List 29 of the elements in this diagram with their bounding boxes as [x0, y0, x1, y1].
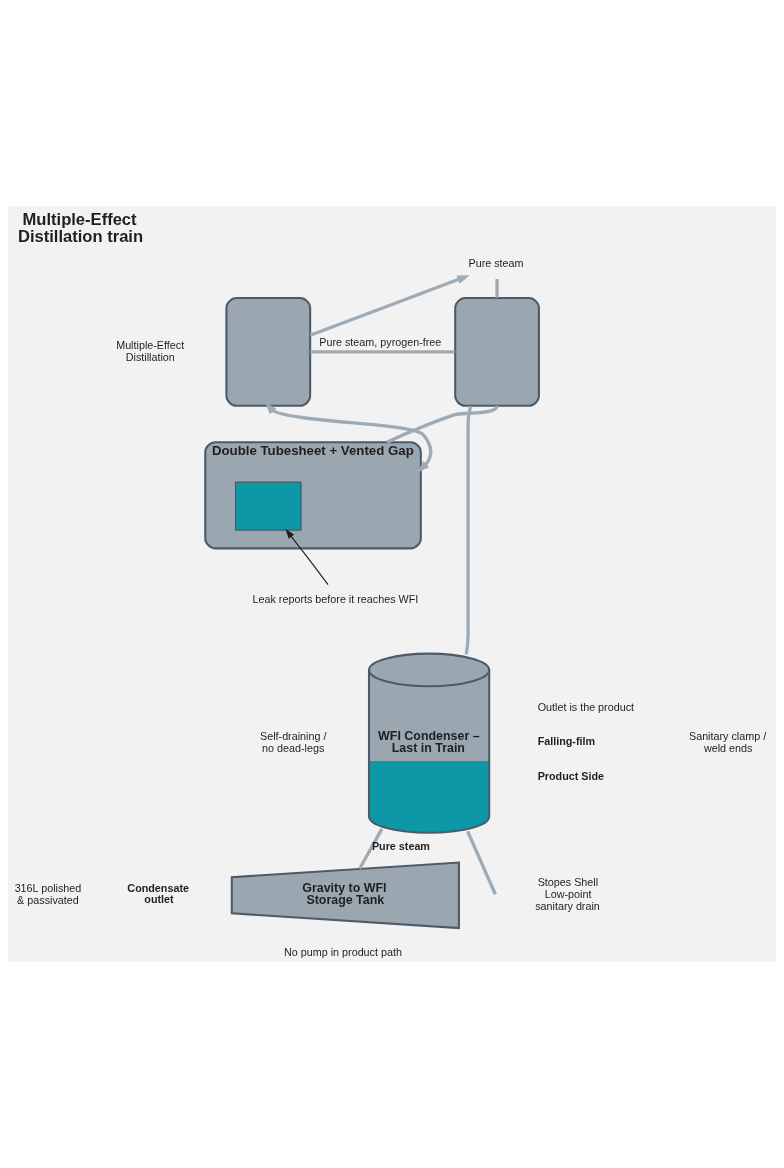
- connector: [358, 828, 384, 870]
- diagram-title: Multiple-Effect Distillation train: [17, 210, 144, 246]
- node-box: Gravity to WFI Storage Tank: [230, 861, 460, 930]
- edge-label: Pure steam, pyrogen-free: [319, 336, 442, 349]
- connector: [386, 405, 499, 444]
- label: 316L polished & passivated: [14, 882, 82, 906]
- node-box: [454, 296, 540, 407]
- label: Sanitary clamp / weld ends: [688, 730, 767, 754]
- connector: [495, 279, 499, 298]
- arrow: [285, 528, 329, 586]
- label: Self-draining / no dead-legs: [259, 730, 327, 754]
- node-label: No pump in product path: [284, 945, 402, 958]
- arrow: [265, 401, 433, 473]
- connector: [466, 830, 497, 895]
- connector: [310, 350, 455, 354]
- node-label: Product Side: [537, 769, 605, 782]
- node-label: Outlet is the product: [537, 701, 635, 714]
- cluster: Double Tubesheet + Vented Gap: [204, 441, 422, 550]
- node-text: Pure steam: [468, 256, 524, 269]
- connector: [464, 405, 473, 655]
- edge-label: Pure steam: [371, 839, 430, 852]
- node-text: Leak reports before it reaches WFI: [252, 592, 419, 605]
- node-box: [234, 481, 302, 531]
- arrow: [309, 275, 470, 337]
- label: Condensate outlet: [127, 882, 189, 906]
- node-box: [225, 296, 312, 407]
- node-label: Falling-film: [537, 735, 596, 748]
- label: Multiple-Effect Distillation: [116, 338, 185, 363]
- label: Stopes Shell Low-point sanitary drain: [535, 876, 600, 912]
